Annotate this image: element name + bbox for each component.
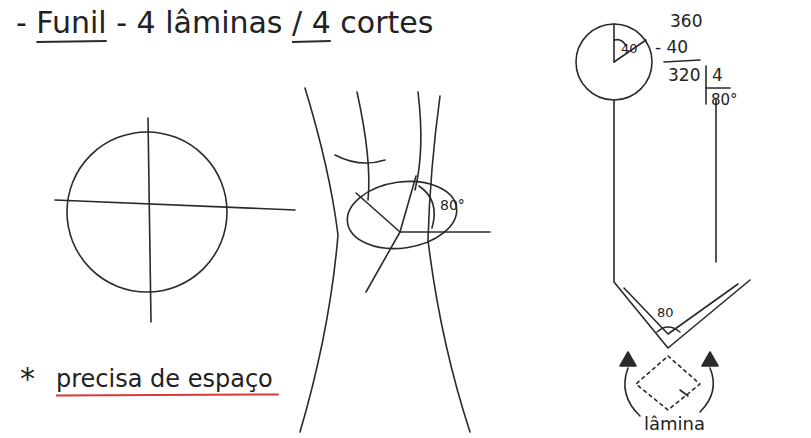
funnel-wall <box>300 88 338 432</box>
leader-line <box>625 368 640 416</box>
circle-outline <box>576 24 652 100</box>
slice-line <box>614 40 646 62</box>
sum-rule <box>664 60 700 62</box>
note-marker: * <box>20 362 35 395</box>
red-underline <box>56 394 279 395</box>
division-bracket <box>706 87 730 89</box>
dotted-square <box>636 356 700 410</box>
part-name: lâmina <box>644 414 705 434</box>
blade-line <box>400 231 490 233</box>
arrow-head <box>620 352 636 366</box>
number: 360 <box>670 12 702 31</box>
blade-outline <box>715 100 717 262</box>
leader-line <box>700 368 713 412</box>
underline <box>36 41 106 42</box>
circle-outline <box>67 132 227 292</box>
funnel-wall <box>428 96 470 432</box>
cross-line <box>55 200 295 210</box>
number: - 40 <box>655 38 688 57</box>
arrow-head <box>702 352 718 366</box>
angle-arc <box>657 327 680 332</box>
angle-arc <box>419 186 434 228</box>
ellipse-section <box>343 175 461 256</box>
cross-line <box>148 118 151 322</box>
angle-value: 40 <box>621 42 638 56</box>
note-text: precisa de espaço <box>56 366 273 392</box>
angle-value: 80° <box>440 198 465 213</box>
angle-value: 80 <box>657 306 674 320</box>
division-bracket <box>705 66 707 104</box>
underline <box>292 41 331 42</box>
number: 4 <box>712 66 723 85</box>
funnel-wall <box>357 92 369 200</box>
number: 320 <box>668 66 700 85</box>
sketch-stroke <box>335 155 385 163</box>
blade-line <box>400 176 416 232</box>
sketch-title: - Funil - 4 lâminas / 4 cortes <box>16 6 433 39</box>
right-angle-mark <box>680 390 688 396</box>
angle-value: 80° <box>711 92 738 109</box>
blade-outline <box>624 284 738 334</box>
blade-line <box>356 193 400 232</box>
slice-line <box>613 24 615 62</box>
blade-line <box>366 232 400 292</box>
blade-outline <box>614 100 750 348</box>
